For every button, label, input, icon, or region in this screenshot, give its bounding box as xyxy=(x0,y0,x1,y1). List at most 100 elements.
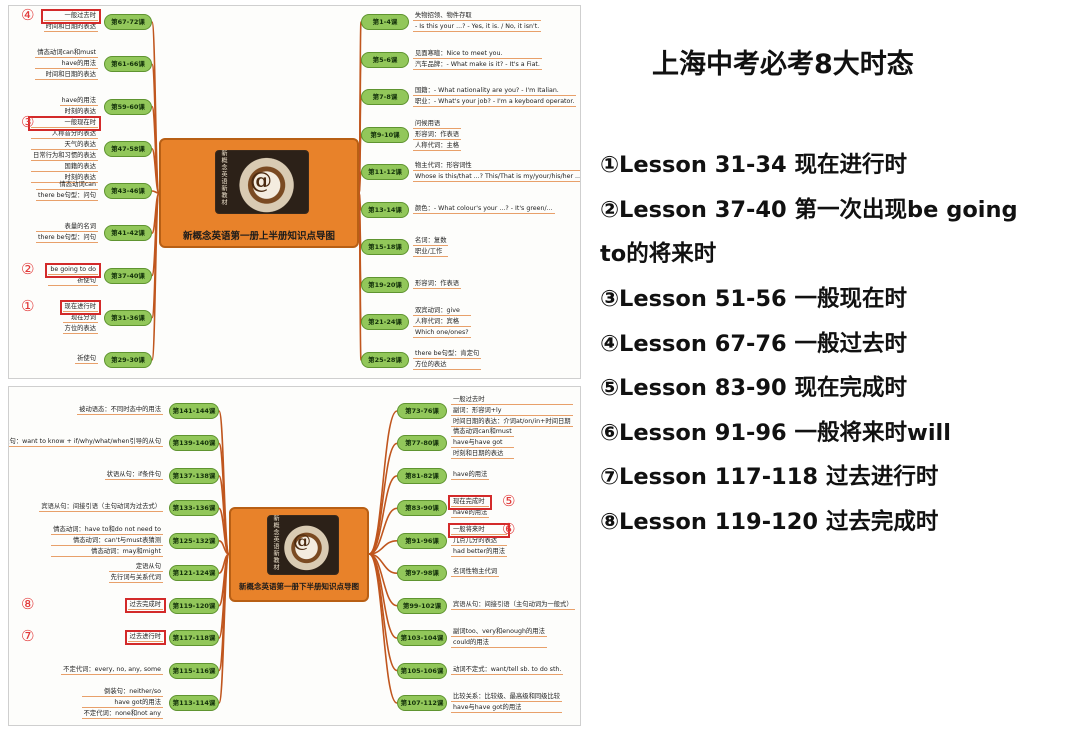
leaf-text: 几点几分的表达 xyxy=(451,537,507,546)
leaf-text: 先行词与关系代词 xyxy=(109,574,163,583)
leaf-text: have的用法 xyxy=(451,509,489,518)
leaf-text: 方位的表达 xyxy=(413,361,481,370)
leaf-text: there be句型：问句 xyxy=(36,192,98,201)
leaf-text: there be句型：问句 xyxy=(36,234,98,243)
leaf-text: 现在进行时 xyxy=(63,303,98,312)
leaf-group: 名词：复数职业/工作 xyxy=(413,237,448,259)
lesson-node: 第43-46课 xyxy=(104,183,152,199)
leaf-group: 过去完成时 xyxy=(128,601,163,612)
leaf-text: there be句型：肯定句 xyxy=(413,350,481,359)
leaf-text: 比较关系：比较级、最高级和同级比较 xyxy=(451,693,562,702)
leaf-group: 一般过去时时间和日期的表达 xyxy=(44,12,98,34)
leaf-group: 定语从句先行词与关系代词 xyxy=(109,563,163,585)
leaf-text: 宾语从句：want to know + if/why/what/when引导的从… xyxy=(8,438,163,447)
center-vertical-text: 新概念英语新教材 xyxy=(219,150,228,206)
lesson-node: 第133-136课 xyxy=(169,500,219,516)
lesson-node: 第19-20课 xyxy=(361,277,409,293)
leaf-text: 物主代词：形容词性 xyxy=(413,162,581,171)
leaf-text: 人称代词：宾格 xyxy=(413,318,471,327)
leaf-text: 不定代词：every, no, any, some xyxy=(61,666,163,675)
highlight-marker: ⑥ xyxy=(502,520,515,538)
leaf-text: 时间日期的表达：介词at/on/in+时间日期 xyxy=(451,418,573,427)
lesson-node: 第99-102课 xyxy=(397,598,447,614)
leaf-group: 过去进行时 xyxy=(128,633,163,644)
leaf-text: 人称音分的表达 xyxy=(31,130,98,139)
leaf-text: 天气的表达 xyxy=(31,141,98,150)
lesson-node: 第1-4课 xyxy=(361,14,409,30)
leaf-text: 现在分词 xyxy=(63,314,98,323)
leaf-group: 国籍：- What nationality are you? - I'm Ita… xyxy=(413,87,576,109)
leaf-group: have的用法时刻的表达 xyxy=(60,97,98,119)
leaf-group: 一般过去时副词：形容词+ly 时间日期的表达：介词at/on/in+时间日期 xyxy=(451,396,573,429)
lesson-node: 第25-28课 xyxy=(361,352,409,368)
leaf-text: 情态动词can和must xyxy=(451,428,514,437)
lesson-node: 第107-112课 xyxy=(397,695,447,711)
lesson-node: 第37-40课 xyxy=(104,268,152,284)
leaf-text: 时刻的表达 xyxy=(60,108,98,117)
leaf-text: could的用法 xyxy=(451,639,547,648)
leaf-text: 人称代词：主格 xyxy=(413,142,461,151)
leaf-text: Which one/ones? xyxy=(413,329,471,338)
leaf-group: 不定代词：every, no, any, some xyxy=(61,666,163,677)
leaf-text: 国籍的表达 xyxy=(31,163,98,172)
leaf-text: 时间和日期的表达 xyxy=(35,71,98,80)
leaf-text: 副词：形容词+ly xyxy=(451,407,573,416)
leaf-group: 动词不定式：want/tell sb. to do sth. xyxy=(451,666,563,677)
lesson-node: 第9-10课 xyxy=(361,127,409,143)
leaf-text: 过去完成时 xyxy=(128,601,163,610)
center-topic: @ 新概念英语新教材 新概念英语第一册上半册知识点导图 xyxy=(159,138,359,248)
leaf-group: 名词性物主代词 xyxy=(451,568,499,579)
highlight-marker: ③ xyxy=(21,113,34,131)
lesson-node: 第83-90课 xyxy=(397,500,447,516)
leaf-text: had better的用法 xyxy=(451,548,507,557)
tense-item: ①Lesson 31-34 现在进行时 xyxy=(600,147,907,179)
branch-connector xyxy=(369,554,397,671)
leaf-group: there be句型：肯定句方位的表达 xyxy=(413,350,481,372)
tense-item: ⑤Lesson 83-90 现在完成时 xyxy=(600,370,907,402)
leaf-text: 名词性物主代词 xyxy=(451,568,499,577)
leaf-group: 见面寒暄：Nice to meet you.汽车品牌：- What make i… xyxy=(413,50,542,72)
branch-connector xyxy=(369,554,397,703)
lesson-node: 第137-138课 xyxy=(169,468,219,484)
leaf-text: have与have got xyxy=(451,439,514,448)
leaf-text: 宾语从句：间接引语（主句动词为一般式） xyxy=(451,601,575,610)
leaf-text: have的用法 xyxy=(60,97,98,106)
leaf-text: 双宾动词：give xyxy=(413,307,471,316)
leaf-group: have的用法 xyxy=(451,471,489,482)
leaf-group: 双宾动词：give 人称代词：宾格 Which one/ones? xyxy=(413,307,471,340)
leaf-text: 倒装句：neither/so xyxy=(82,688,163,697)
leaf-group: 表量的名词there be句型：问句 xyxy=(36,223,98,245)
highlight-marker: ② xyxy=(21,260,34,278)
leaf-group: 副词too、very和enough的用法could的用法 xyxy=(451,628,547,650)
leaf-text: be going to do xyxy=(48,266,98,275)
leaf-text: 一般现在时 xyxy=(31,119,98,128)
lesson-node: 第5-6课 xyxy=(361,52,409,68)
leaf-text: 职业/工作 xyxy=(413,248,448,257)
leaf-group: 宾语从句：间接引语（主句动词为过去式） xyxy=(39,503,163,514)
lesson-node: 第41-42课 xyxy=(104,225,152,241)
lesson-node: 第15-18课 xyxy=(361,239,409,255)
leaf-text: 一般过去时 xyxy=(451,396,573,405)
lesson-node: 第103-104课 xyxy=(397,630,447,646)
leaf-text: 宾语从句：间接引语（主句动词为过去式） xyxy=(39,503,163,512)
lesson-node: 第91-96课 xyxy=(397,533,447,549)
leaf-group: 情态动词：have to和do not need to情态动词：can't与mu… xyxy=(51,526,163,559)
leaf-group: 失物招领、物件存取- Is this your ...? - Yes, it i… xyxy=(413,12,541,34)
lesson-node: 第73-76课 xyxy=(397,403,447,419)
leaf-text: 情态动词：can't与must表猜测 xyxy=(51,537,163,546)
lesson-node: 第29-30课 xyxy=(104,352,152,368)
leaf-text: 见面寒暄：Nice to meet you. xyxy=(413,50,542,59)
leaf-text: 情态动词：may和might xyxy=(51,548,163,557)
lesson-node: 第115-116课 xyxy=(169,663,219,679)
tense-item: to的将来时 xyxy=(600,236,716,268)
center-vertical-text: 新概念英语新教材 xyxy=(271,515,280,571)
leaf-text: 失物招领、物件存取 xyxy=(413,12,541,21)
leaf-text: 颜色：- What colour's your ...? - It's gree… xyxy=(413,205,555,214)
leaf-text: have got的用法 xyxy=(82,699,163,708)
highlight-marker: ④ xyxy=(21,6,34,24)
lesson-node: 第119-120课 xyxy=(169,598,219,614)
